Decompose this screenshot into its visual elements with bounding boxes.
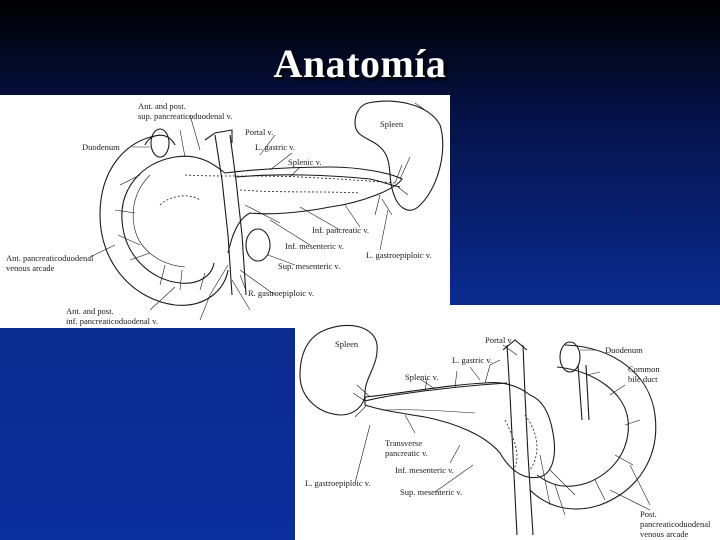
svg-text:Transverse: Transverse: [385, 438, 422, 448]
svg-text:Common: Common: [628, 364, 660, 374]
svg-text:pancreaticoduodenal: pancreaticoduodenal: [640, 519, 711, 529]
label-r-gastroepiploic: R. gastroepiploic v.: [248, 288, 314, 298]
label-splenic: Splenic v.: [405, 372, 438, 382]
duodenum-shape: [99, 134, 229, 306]
label-duodenum: Duodenum: [82, 142, 120, 152]
label-splenic: Splenic v.: [288, 157, 321, 167]
slide-title: Anatomía: [273, 41, 447, 86]
pancreas-shape: [174, 155, 403, 254]
spleen-shape: [354, 100, 444, 211]
svg-text:venous arcade: venous arcade: [640, 529, 689, 539]
posterior-view-diagram: Portal v. Spleen Duodenum L. gastric v. …: [295, 305, 720, 540]
label-portal: Portal v.: [485, 335, 513, 345]
svg-text:Ant. and post.: Ant. and post.: [138, 101, 186, 111]
svg-text:Ant. and post.: Ant. and post.: [66, 306, 114, 316]
label-transverse: Transverse pancreatic v.: [385, 438, 428, 458]
label-duodenum: Duodenum: [605, 345, 643, 355]
label-l-gastroepiploic: L. gastroepiploic v.: [366, 250, 432, 260]
spleen-shape: [299, 324, 378, 416]
label-l-gastric: L. gastric v.: [452, 355, 492, 365]
svg-text:Post.: Post.: [640, 509, 657, 519]
label-spleen: Spleen: [335, 339, 359, 349]
label-l-gastric: L. gastric v.: [255, 142, 295, 152]
label-inf-mesenteric: Inf. mesenteric v.: [395, 465, 454, 475]
label-common-bile: Common bile duct: [628, 364, 660, 384]
anterior-view-illustration: Ant. and post. sup. pancreaticoduodenal …: [6, 100, 444, 326]
pancreas-shape: [364, 382, 556, 479]
anterior-view-diagram: Ant. and post. sup. pancreaticoduodenal …: [0, 95, 450, 328]
label-sup-mesenteric: Sup. mesenteric v.: [278, 261, 340, 271]
svg-text:Ant. pancreaticoduodenal: Ant. pancreaticoduodenal: [6, 253, 94, 263]
label-post-arcade: Post. pancreaticoduodenal venous arcade: [640, 509, 711, 539]
label-inf-mesenteric: Inf. mesenteric v.: [285, 241, 344, 251]
svg-text:bile duct: bile duct: [628, 374, 658, 384]
svg-text:venous arcade: venous arcade: [6, 263, 55, 273]
svg-text:inf. pancreaticoduodenal v.: inf. pancreaticoduodenal v.: [66, 316, 158, 326]
svg-text:sup. pancreaticoduodenal v.: sup. pancreaticoduodenal v.: [138, 111, 232, 121]
posterior-view-illustration: Portal v. Spleen Duodenum L. gastric v. …: [299, 324, 711, 539]
label-sup-mesenteric: Sup. mesenteric v.: [400, 487, 462, 497]
label-inf-pancreatic: Inf. pancreatic v.: [312, 225, 369, 235]
label-ant-post-sup: Ant. and post. sup. pancreaticoduodenal …: [138, 101, 232, 121]
svg-text:pancreatic v.: pancreatic v.: [385, 448, 428, 458]
label-portal: Portal v.: [245, 127, 273, 137]
label-ant-arcade: Ant. pancreaticoduodenal venous arcade: [6, 253, 94, 273]
label-ant-post-inf: Ant. and post. inf. pancreaticoduodenal …: [66, 306, 158, 326]
label-spleen: Spleen: [380, 119, 404, 129]
duodenum-shape: [529, 344, 657, 510]
label-l-gastroepiploic: L. gastroepiploic v.: [305, 478, 371, 488]
